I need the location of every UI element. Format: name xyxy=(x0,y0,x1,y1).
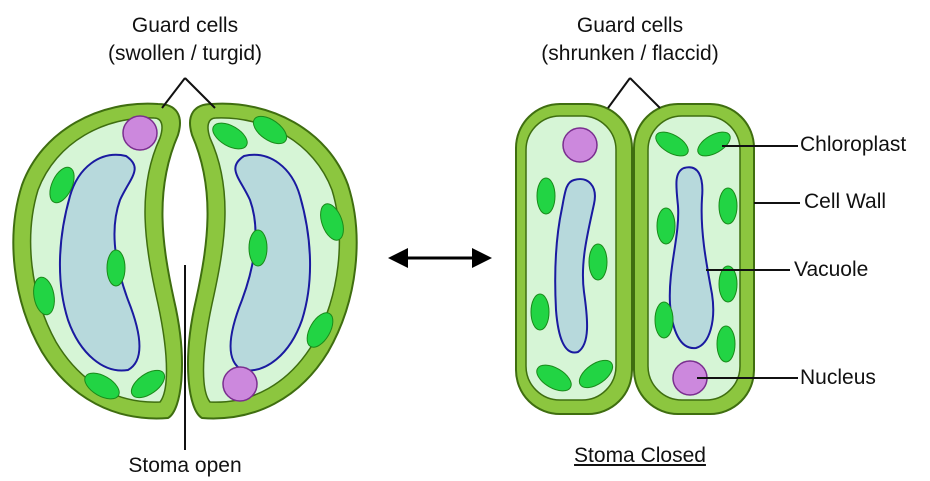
open-guard-cells-title: Guard cells xyxy=(85,14,285,38)
chloroplast xyxy=(657,208,675,244)
open-guard-cells-subtitle: (swollen / turgid) xyxy=(75,42,295,66)
closed-guard-cells-subtitle: (shrunken / flaccid) xyxy=(515,42,745,66)
chloroplast xyxy=(249,230,267,266)
chloroplast xyxy=(719,188,737,224)
guard-cells-pointer-left xyxy=(162,78,185,108)
right-guard-cell-closed xyxy=(634,104,754,414)
chloroplast-label: Chloroplast xyxy=(800,133,906,157)
nucleus xyxy=(563,128,597,162)
cell-wall-label: Cell Wall xyxy=(804,190,886,214)
chloroplast xyxy=(107,250,125,286)
closed-stoma xyxy=(516,78,800,414)
open-stoma xyxy=(13,78,356,450)
left-guard-cell-open xyxy=(13,104,182,419)
chloroplast xyxy=(717,326,735,362)
guard-cells-pointer-left xyxy=(608,78,630,108)
chloroplast xyxy=(531,294,549,330)
stoma-open-caption: Stoma open xyxy=(95,454,275,478)
chloroplast xyxy=(537,178,555,214)
right-guard-cell-open xyxy=(188,104,357,419)
stoma-closed-caption: Stoma Closed xyxy=(540,444,740,468)
left-guard-cell-closed xyxy=(516,104,632,414)
closed-guard-cells-title: Guard cells xyxy=(530,14,730,38)
chloroplast xyxy=(589,244,607,280)
guard-cells-pointer-right xyxy=(630,78,660,108)
guard-cells-pointer-right xyxy=(185,78,215,108)
chloroplast xyxy=(719,266,737,302)
vacuole-label: Vacuole xyxy=(794,258,868,282)
double-arrow xyxy=(388,248,492,268)
nucleus xyxy=(223,367,257,401)
nucleus xyxy=(123,116,157,150)
nucleus-label: Nucleus xyxy=(800,366,876,390)
chloroplast xyxy=(655,302,673,338)
